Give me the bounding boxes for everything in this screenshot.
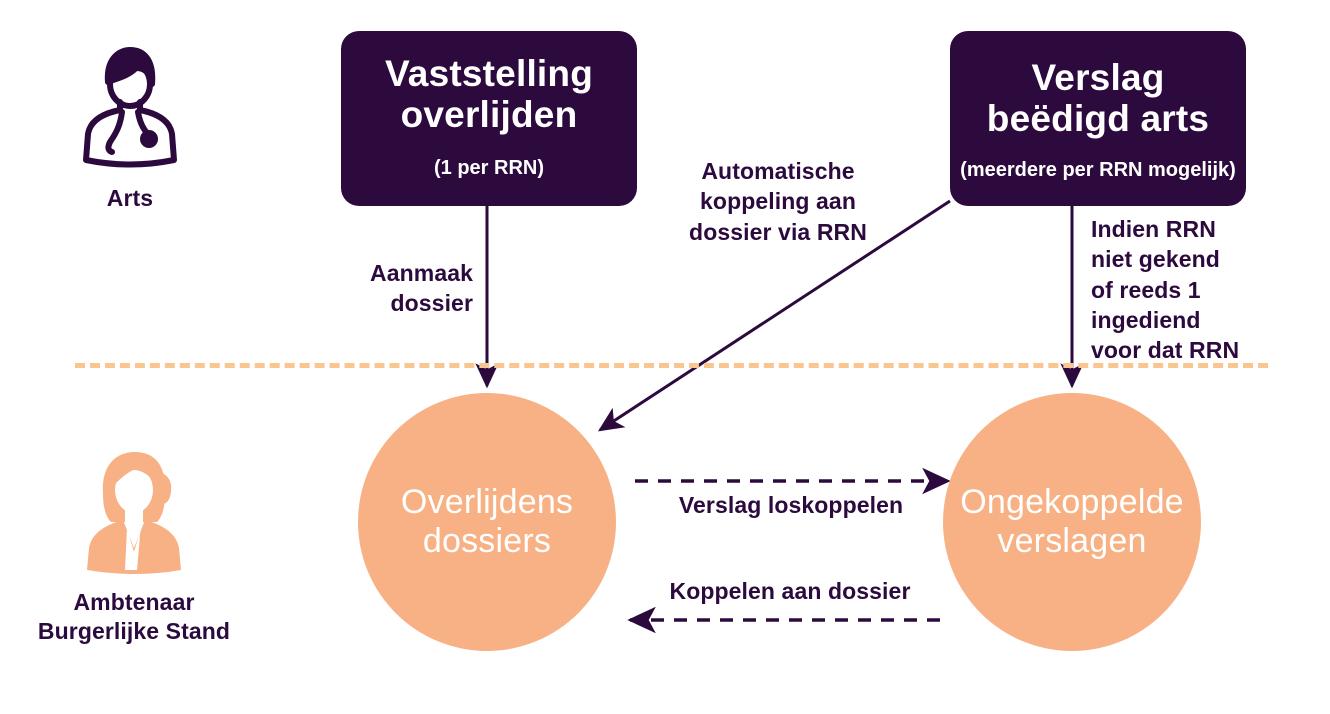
- process-box-verslag-subtitle: (meerdere per RRN mogelijk): [960, 158, 1236, 181]
- edge-label-aanmaak-dossier: Aanmaak dossier: [370, 260, 473, 317]
- process-box-vaststelling-title: Vaststelling overlijden: [384, 53, 594, 136]
- process-box-verslag-beedigd-arts[interactable]: Verslag beëdigd arts (meerdere per RRN m…: [950, 31, 1246, 206]
- process-box-vaststelling-subtitle: (1 per RRN): [433, 156, 544, 179]
- data-circle-overlijdensdossiers[interactable]: Overlijdens dossiers: [358, 393, 616, 651]
- edge-label-koppelen-aan-dossier: Koppelen aan dossier: [669, 578, 911, 604]
- process-box-verslag-title: Verslag beëdigd arts: [986, 57, 1210, 140]
- actor-ambtenaar: Ambtenaar Burgerlijke Stand: [4, 448, 264, 646]
- actor-ambtenaar-label: Ambtenaar Burgerlijke Stand: [37, 589, 231, 644]
- data-circle-ongekoppelde-verslagen-label: Ongekoppelde verslagen: [960, 482, 1184, 560]
- process-box-vaststelling-overlijden[interactable]: Vaststelling overlijden (1 per RRN): [341, 31, 637, 206]
- edge-label-indien-rrn: Indien RRN niet gekend of reeds 1 ingedi…: [1091, 216, 1240, 364]
- edge-label-automatische-koppeling: Automatische koppeling aan dossier via R…: [689, 158, 867, 245]
- doctor-icon: [83, 47, 177, 168]
- data-circle-ongekoppelde-verslagen[interactable]: Ongekoppelde verslagen: [943, 393, 1201, 651]
- civil-servant-icon: [87, 452, 181, 574]
- data-circle-overlijdensdossiers-label: Overlijdens dossiers: [400, 482, 574, 560]
- actor-arts: Arts: [0, 42, 260, 213]
- actor-arts-label: Arts: [106, 185, 154, 211]
- swimlane-divider: [75, 363, 1268, 368]
- edge-label-verslag-loskoppelen: Verslag loskoppelen: [678, 492, 904, 518]
